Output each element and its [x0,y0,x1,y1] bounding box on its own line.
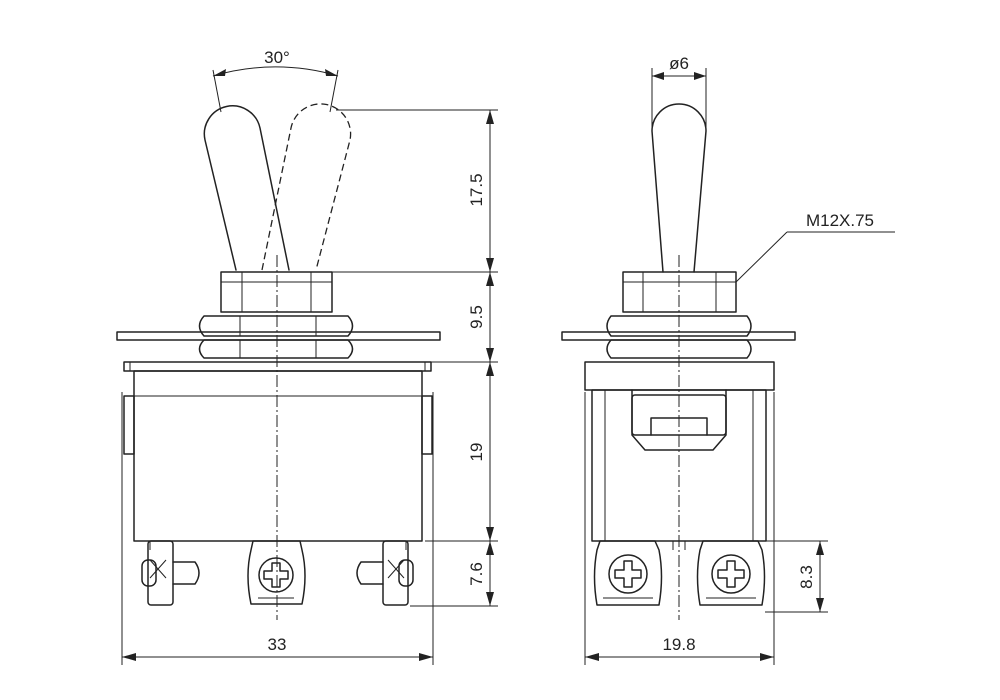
body-height-label: 19 [467,443,486,462]
terminal-height-side-label: 8.3 [797,565,816,589]
front-vertical-dimensions: 17.5 9.5 19 7.6 [332,109,498,607]
side-view: ø6 M12X.75 8.3 19.8 [561,54,895,665]
front-lever [203,105,290,271]
width-front-label: 33 [268,635,287,654]
side-width-dimension: 19.8 [584,392,775,665]
side-terminal-left [593,540,663,606]
terminal-height-side-dimension: 8.3 [765,540,828,613]
front-screw-icon [258,557,294,593]
lever-diameter-dimension: ø6 [651,54,707,131]
front-lower-nut [198,339,354,359]
front-terminal-middle [247,540,306,605]
side-terminal-right [696,540,766,606]
width-side-label: 19.8 [662,635,695,654]
side-lower-nut [606,339,752,359]
front-upper-nut [198,315,354,337]
front-lever-alt [261,103,352,271]
front-width-dimension: 33 [121,392,434,665]
side-screw-right-icon [711,554,751,594]
side-upper-nut [606,315,752,337]
front-terminal-right [356,540,414,606]
angle-dimension: 30° [212,48,339,113]
terminal-height-front-label: 7.6 [467,562,486,586]
side-screw-left-icon [608,554,648,594]
lever-diameter-label: ø6 [669,54,689,73]
bushing-height-label: 9.5 [467,305,486,329]
side-lever [651,103,707,273]
lever-length-label: 17.5 [467,173,486,206]
thread-callout: M12X.75 [735,211,895,283]
angle-label: 30° [264,48,290,67]
front-view: 30° 17.5 9.5 19 7.6 [116,48,498,665]
front-body [123,361,433,550]
thread-label: M12X.75 [806,211,874,230]
front-terminal-left [141,540,200,606]
